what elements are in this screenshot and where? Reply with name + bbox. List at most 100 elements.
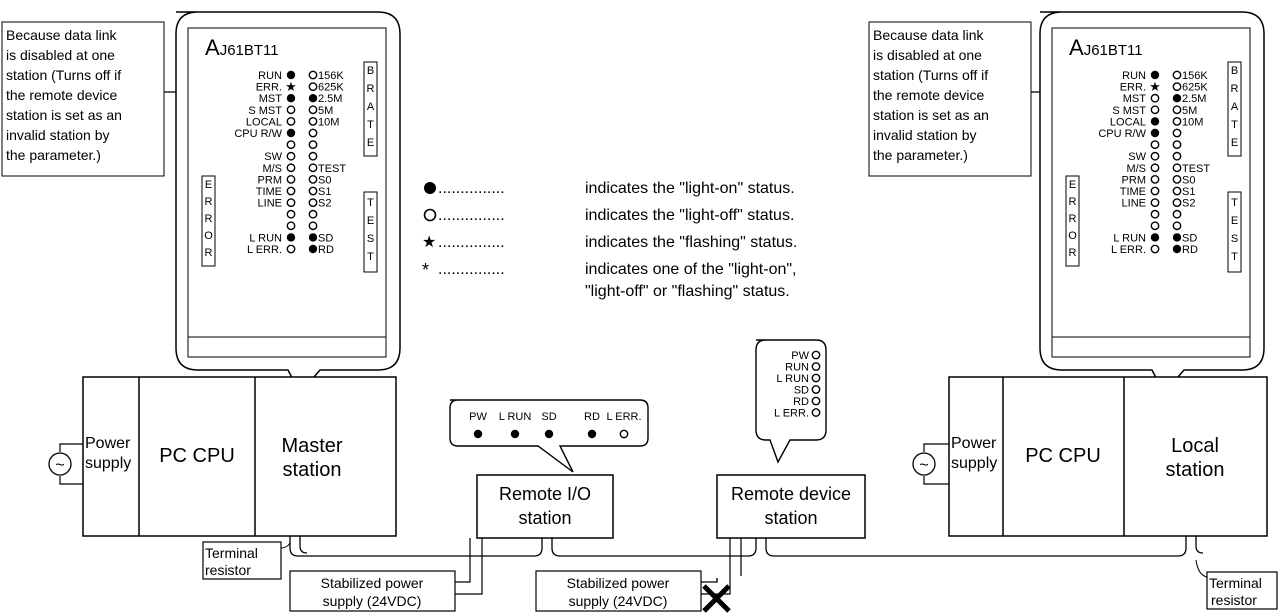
test-letter: E (1231, 215, 1238, 227)
legend-any-dots: ............... (438, 261, 505, 278)
remote-io-led-label: SD (541, 411, 556, 423)
status-legend: ............... indicates the "light-on"… (422, 180, 797, 300)
svg-text:Terminal: Terminal (205, 545, 258, 561)
annotation-text-left: Because data link is disabled at one sta… (6, 27, 122, 163)
status-led (1150, 244, 1160, 254)
remote-device-callout (755, 339, 827, 464)
led-label-right: TEST (1182, 163, 1210, 175)
remote-io-led-label: L ERR. (606, 411, 641, 423)
remote-io-led-label: L RUN (499, 411, 532, 423)
status-led (308, 82, 318, 92)
ac-source-icon (48, 452, 72, 476)
right-plc-rack: Power supply PC CPU Local station (948, 376, 1268, 537)
error-letter: O (204, 230, 213, 242)
legend-off-symbol (423, 208, 437, 222)
led-label-left: S MST (1112, 105, 1146, 117)
terminal-resistor-right (1206, 571, 1278, 610)
left-power-label-1: Power (85, 435, 131, 452)
remote-device-led (811, 362, 821, 371)
legend-any-text: indicates one of the "light-on", (585, 261, 797, 278)
status-led (1172, 244, 1182, 254)
status-led (1172, 163, 1182, 173)
psu2: Stabilized power supply (24VDC) (535, 538, 742, 612)
status-led (286, 174, 296, 184)
status-led (1172, 140, 1182, 150)
svg-text:the parameter.): the parameter.) (873, 147, 968, 163)
brate-letter: E (1231, 137, 1238, 149)
status-led (286, 221, 296, 231)
svg-text:station (Turns off if: station (Turns off if (6, 67, 121, 83)
svg-text:the remote device: the remote device (873, 87, 984, 103)
svg-text:resistor: resistor (205, 562, 251, 578)
legend-off-text: indicates the "light-off" status. (585, 207, 794, 224)
remote-device-led (811, 350, 821, 360)
test-letter: E (367, 215, 374, 227)
led-label-right: SD (318, 232, 333, 244)
status-led (308, 94, 318, 103)
remote-io-station-box (476, 474, 614, 539)
svg-text:Because data link: Because data link (873, 27, 985, 43)
status-led (1150, 140, 1160, 150)
disconnection-x-icon (702, 584, 731, 613)
right-cpu-label: PC CPU (1025, 445, 1101, 467)
annotation-text-right: Because data link is disabled at one sta… (873, 27, 989, 163)
led-label-left: LINE (1122, 198, 1146, 210)
status-led (308, 140, 318, 150)
led-label-left: L ERR. (247, 244, 282, 256)
remote-device-led-label: RUN (785, 362, 809, 374)
error-letter: R (1069, 213, 1077, 225)
led-label-right: 156K (318, 70, 344, 82)
remote-device-led-label: L ERR. (774, 408, 809, 420)
led-label-left: SW (1128, 151, 1146, 163)
error-letter: E (1069, 179, 1076, 191)
legend-on-text: indicates the "light-on" status. (585, 180, 795, 197)
left-power-label-2: supply (85, 455, 131, 472)
led-label-left: SW (264, 151, 282, 163)
svg-text:supply (24VDC): supply (24VDC) (323, 593, 422, 609)
status-led (1172, 151, 1182, 161)
led-label-left: S MST (248, 105, 282, 117)
legend-any-symbol: * (422, 260, 429, 280)
brate-letter: T (367, 119, 374, 131)
status-led (308, 174, 318, 184)
remote-io-label-1: Remote I/O (499, 484, 591, 504)
left-plc-rack: Power supply PC CPU Master station (82, 376, 397, 537)
status-led (1150, 209, 1160, 219)
remote-device-led (811, 373, 821, 383)
svg-text:station is set as an: station is set as an (6, 107, 122, 123)
led-label-right: S0 (1182, 174, 1195, 186)
legend-flash-symbol: ★ (422, 234, 436, 251)
status-led: ★ (1149, 79, 1161, 94)
led-label-right: 625K (318, 82, 344, 94)
status-led (1172, 233, 1182, 242)
led-label-right: 5M (1182, 105, 1197, 117)
remote-io-led (587, 429, 597, 439)
status-led (308, 221, 318, 231)
led-label-right: S0 (318, 174, 331, 186)
led-label-right: TEST (318, 163, 346, 175)
status-led (308, 244, 318, 254)
status-led (1150, 233, 1160, 242)
led-label-left: MST (1123, 93, 1147, 105)
brate-letter: R (367, 83, 375, 95)
status-led (308, 117, 318, 126)
led-label-left: ERR. (256, 82, 282, 94)
svg-text:Stabilized power: Stabilized power (321, 575, 424, 591)
led-label-left: LINE (258, 198, 282, 210)
status-led (1172, 117, 1182, 126)
status-led (286, 233, 296, 242)
led-label-right: 625K (1182, 82, 1208, 94)
led-label-right: 2.5M (318, 93, 342, 105)
status-led (286, 105, 296, 115)
svg-text:Stabilized power: Stabilized power (567, 575, 670, 591)
led-label-left: CPU R/W (1098, 128, 1146, 140)
led-label-right: 5M (318, 105, 333, 117)
status-led (308, 186, 318, 196)
status-led (286, 151, 296, 161)
error-letter: R (205, 213, 213, 225)
error-letter: R (205, 196, 213, 208)
legend-any-text2: "light-off" or "flashing" status. (585, 283, 790, 300)
led-label-left: PRM (258, 174, 282, 186)
